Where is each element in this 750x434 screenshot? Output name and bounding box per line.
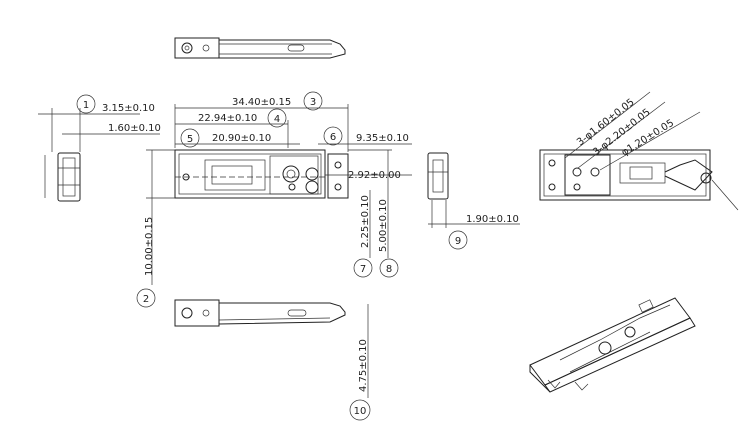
bottom-view	[174, 299, 346, 327]
svg-text:2: 2	[143, 294, 149, 305]
dim-label-4: 22.94±0.10	[198, 113, 257, 124]
balloon-5: 5	[180, 128, 200, 148]
balloon-1: 1	[76, 94, 96, 114]
dim-label-3: 34.40±0.15	[232, 97, 291, 108]
isometric-view	[529, 297, 696, 393]
balloon-10: 10	[349, 399, 371, 421]
balloon-9: 9	[448, 230, 468, 250]
svg-text:7: 7	[360, 264, 366, 275]
section-view	[539, 149, 739, 211]
balloon-2: 2	[136, 288, 156, 308]
balloon-8: 8	[379, 258, 399, 278]
svg-text:10: 10	[354, 406, 367, 417]
balloon-7: 7	[353, 258, 373, 278]
dim-label-1b: 1.60±0.10	[108, 123, 161, 134]
dim-label-9: 1.90±0.10	[466, 214, 519, 225]
svg-text:9: 9	[455, 236, 461, 247]
left-end-view	[44, 152, 81, 202]
svg-text:5: 5	[187, 134, 193, 145]
top-view	[174, 37, 346, 59]
front-view	[174, 149, 349, 199]
balloon-6: 6	[323, 126, 343, 146]
svg-text:6: 6	[330, 132, 336, 143]
balloons: 1 2 3 4 5 6 7 8	[76, 91, 468, 421]
dim-label-6b: 2.92±0.00	[348, 170, 401, 181]
dim-label-5: 20.90±0.10	[212, 133, 271, 144]
dim-label-8: 5.00±0.10	[378, 199, 389, 252]
dim-label-1: 3.15±0.10	[102, 103, 155, 114]
balloon-3: 3	[303, 91, 323, 111]
balloon-4: 4	[267, 108, 287, 128]
svg-text:1: 1	[83, 100, 89, 111]
svg-text:4: 4	[274, 114, 280, 125]
svg-text:8: 8	[386, 264, 392, 275]
svg-text:3: 3	[310, 97, 316, 108]
dim-label-6: 9.35±0.10	[356, 133, 409, 144]
dim-label-7: 2.25±0.10	[360, 195, 371, 248]
dim-label-2: 10.00±0.15	[144, 217, 155, 276]
right-end-view	[427, 152, 449, 200]
dim-label-10: 4.75±0.10	[358, 339, 369, 392]
